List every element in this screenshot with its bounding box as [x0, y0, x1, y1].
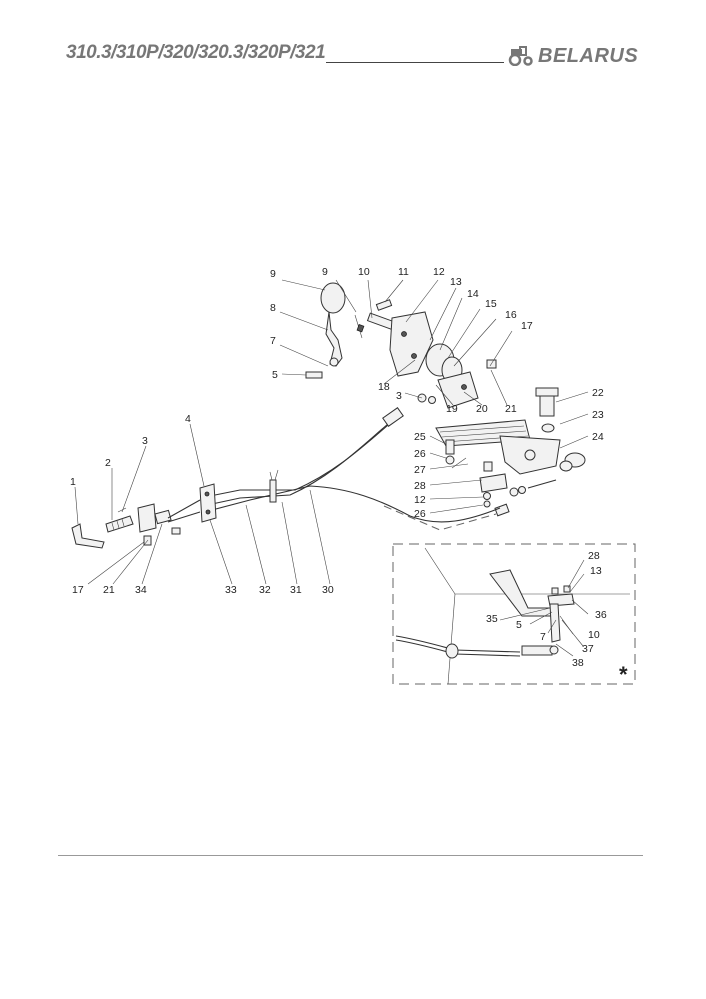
callout-8: 8 [270, 302, 276, 314]
callout-18: 17 [521, 320, 533, 332]
inset-marker: * [619, 662, 628, 687]
inset-callout-13: 13 [590, 565, 602, 577]
callout-24: 23 [592, 409, 604, 421]
inset-callout-5: 5 [516, 619, 522, 631]
callout-34: 34 [135, 584, 147, 596]
cable-upper-sheath [211, 423, 389, 505]
callout-28: 27 [414, 464, 426, 476]
callout-4: 4 [185, 413, 191, 425]
callout-11: 10 [358, 266, 370, 278]
callout-27b: 26 [414, 508, 426, 520]
callout-20: 19 [446, 403, 458, 415]
cable-lower [211, 485, 501, 523]
callout-15: 14 [467, 288, 479, 300]
brand-name: BELARUS [538, 44, 639, 67]
header-rule [326, 62, 504, 63]
callout-30: 30 [322, 584, 334, 596]
inset-callout-37: 37 [582, 643, 594, 655]
callout-1: 1 [70, 476, 76, 488]
cable-upper [209, 419, 395, 497]
callout-23: 22 [592, 387, 604, 399]
foot-pedal [435, 387, 586, 475]
callout-32: 32 [259, 584, 271, 596]
inset-callout-7: 7 [540, 631, 546, 643]
callout-3: 3 [396, 390, 402, 402]
callout-29: 28 [414, 480, 426, 492]
inset-box [392, 543, 636, 685]
pedal-bracket [366, 299, 497, 409]
tractor-icon [508, 46, 533, 66]
lever-end [71, 499, 201, 549]
callout-12: 11 [398, 266, 409, 278]
callout-19: 18 [378, 381, 390, 393]
callout-25: 24 [592, 431, 604, 443]
callout-18b: 17 [72, 584, 84, 596]
callout-14: 13 [450, 276, 462, 288]
callout-27: 26 [414, 448, 426, 460]
callout-22: 21 [505, 403, 517, 415]
callout-5: 5 [272, 369, 278, 381]
brand-logo: BELARUS [508, 42, 638, 70]
callout-31: 31 [290, 584, 302, 596]
inset-callout-35: 35 [486, 613, 498, 625]
callout-33: 33 [225, 584, 237, 596]
callout-3b: 3 [142, 435, 148, 447]
callout-13: 12 [433, 266, 445, 278]
callout-21: 20 [476, 403, 488, 415]
inset-callout-28: 28 [588, 550, 600, 562]
page-title: 310.3/310P/320/320.3/320P/321 [66, 42, 326, 63]
callout-22b: 21 [103, 584, 115, 596]
inset-callout-10: 10 [588, 629, 600, 641]
callout-17: 16 [505, 309, 517, 321]
callout-16: 15 [485, 298, 497, 310]
callout-7: 7 [270, 335, 276, 347]
callout-9: 9 [270, 268, 276, 280]
callout-2: 2 [105, 457, 111, 469]
footer-rule [58, 855, 643, 856]
cable-bracket [199, 469, 279, 523]
linkage [479, 461, 557, 517]
callout-10: 9 [322, 266, 328, 278]
callout-13b: 12 [414, 494, 426, 506]
inset-leader [383, 505, 497, 531]
callout-26: 25 [414, 431, 426, 443]
leader-lines [74, 279, 589, 585]
hand-lever [305, 282, 365, 379]
inset-callout-36: 36 [595, 609, 607, 621]
inset-callout-38: 38 [572, 657, 584, 669]
